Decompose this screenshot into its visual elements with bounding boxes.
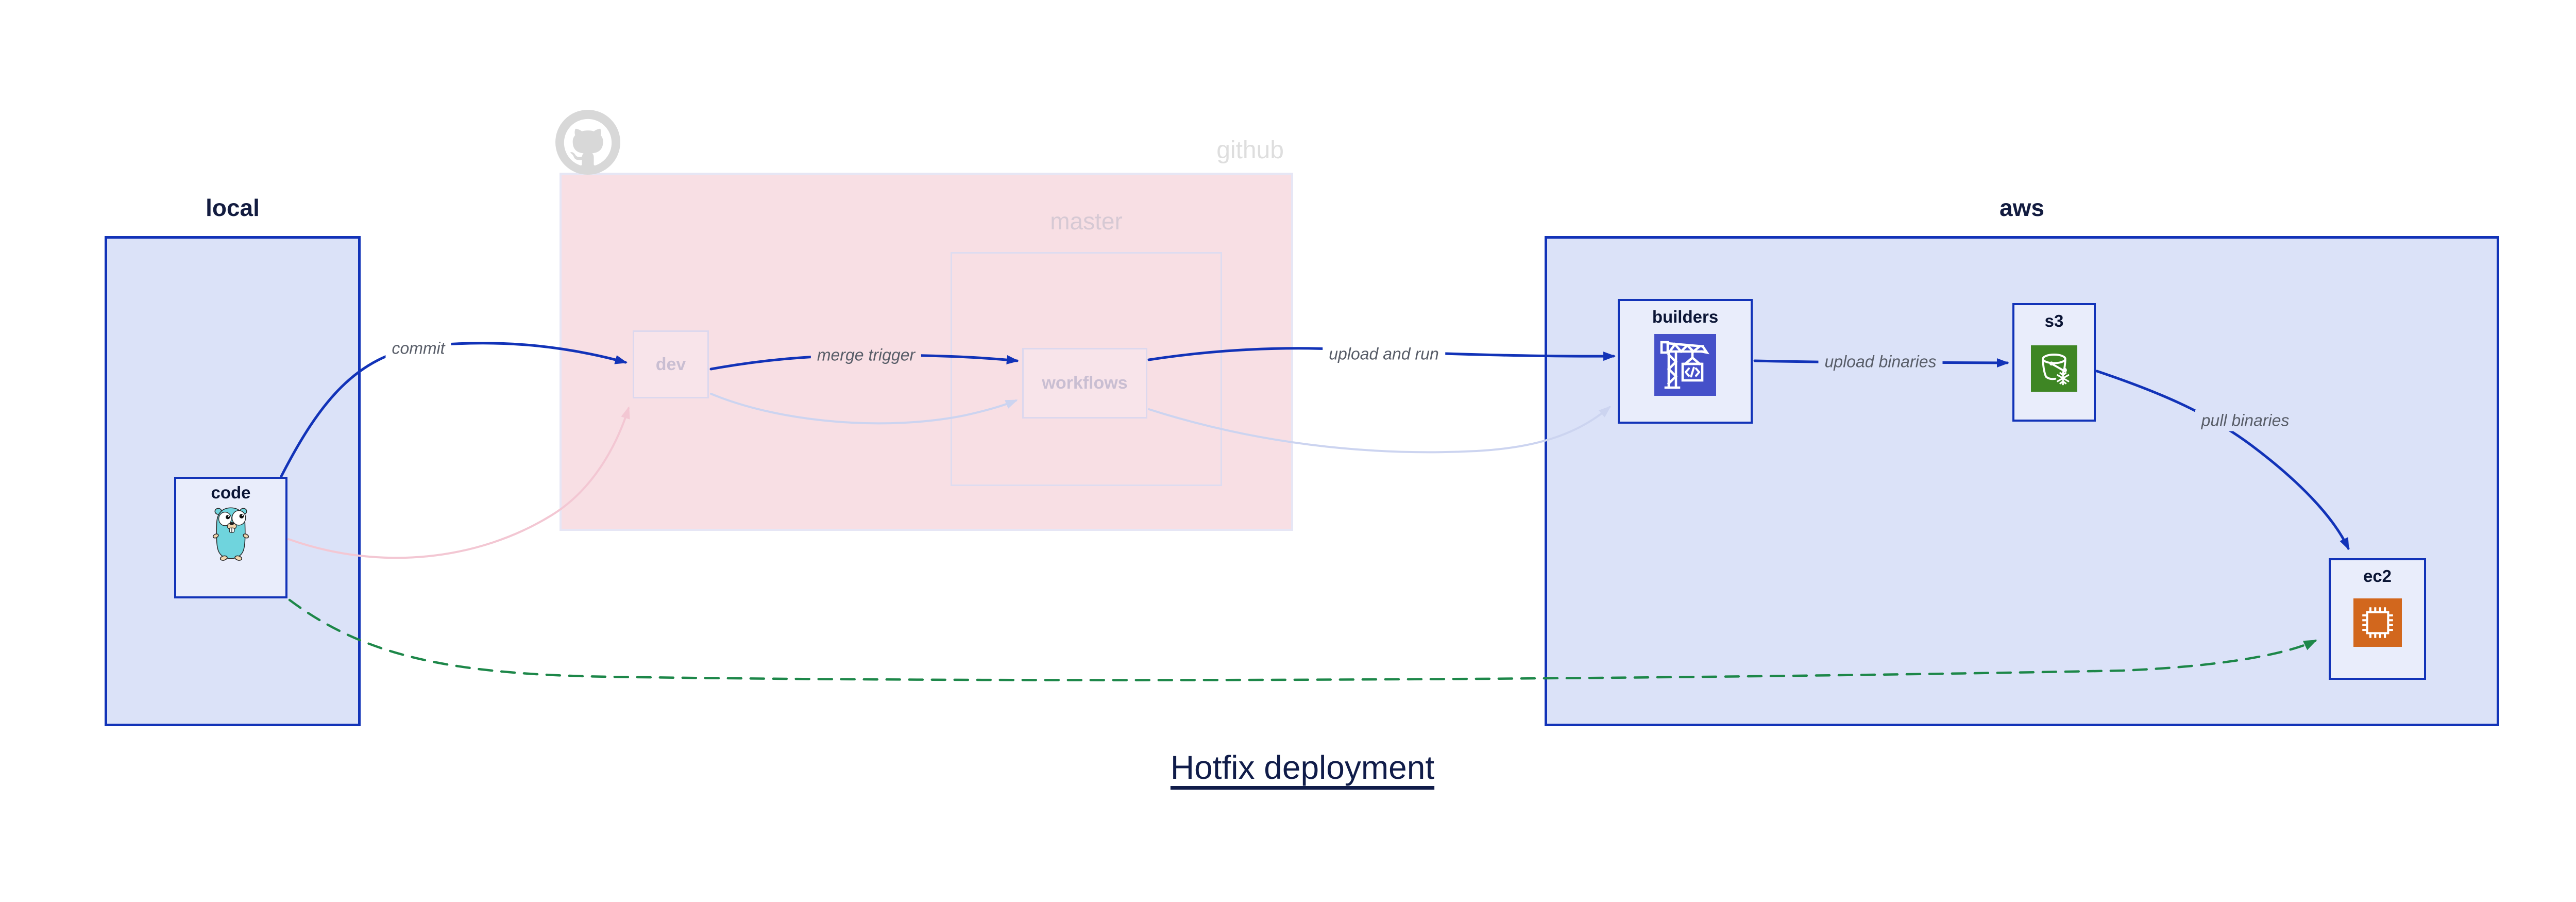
node-label-workflows: workflows [1042, 373, 1128, 393]
node-label-dev: dev [655, 354, 686, 374]
node-label-builders: builders [1652, 307, 1719, 326]
node-label-code: code [211, 483, 251, 502]
node-dev: dev [633, 330, 709, 398]
node-code: code [174, 477, 287, 598]
ec2-chip-icon [2353, 598, 2402, 647]
edge-label-merge-trigger: merge trigger [810, 344, 922, 366]
node-workflows: workflows [1022, 348, 1147, 419]
container-label-aws: aws [1999, 194, 2044, 221]
diagram-title-text: Hotfix deployment [1170, 749, 1435, 786]
go-gopher-icon [212, 507, 249, 561]
node-builders: builders [1618, 299, 1753, 424]
container-label-master: master [1050, 208, 1123, 235]
container-label-github: github [1216, 137, 1284, 164]
edge-label-upload-binaries: upload binaries [1818, 351, 1943, 373]
node-label-ec2: ec2 [2363, 566, 2392, 586]
node-label-s3: s3 [2044, 311, 2064, 330]
s3-glacier-bucket-icon [2031, 345, 2077, 392]
codebuild-crane-icon [1654, 334, 1716, 396]
diagram-title: Hotfix deployment [1045, 748, 1560, 787]
edge-label-upload-and-run: upload and run [1323, 343, 1445, 365]
node-s3: s3 [2012, 303, 2096, 422]
container-label-local: local [206, 194, 260, 221]
node-ec2: ec2 [2329, 558, 2426, 680]
github-octocat-icon [555, 110, 620, 175]
edge-label-pull-binaries: pull binaries [2195, 410, 2296, 431]
edge-label-commit: commit [385, 338, 451, 359]
